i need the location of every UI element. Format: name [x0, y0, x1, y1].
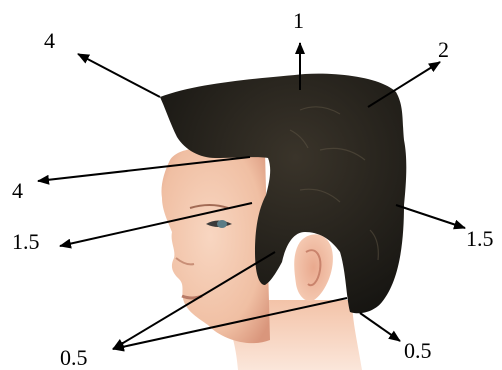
- nose-shadow: [175, 257, 195, 266]
- hair-texture: [289, 106, 379, 261]
- arrow-nape-right: [359, 312, 401, 342]
- iris: [217, 220, 227, 228]
- arrow-sideburn: [59, 202, 253, 249]
- arrow-back: [395, 204, 466, 230]
- eyebrow: [189, 204, 229, 209]
- arrow-side-left: [37, 156, 251, 185]
- label-lower-left: 0.5: [60, 345, 88, 370]
- face: [161, 148, 270, 344]
- arrow-top-left: [77, 53, 161, 98]
- arrow-top-right: [367, 61, 441, 108]
- label-sideburn: 1.5: [12, 229, 40, 254]
- arrow-nape-ear: [112, 251, 276, 350]
- ear: [294, 234, 333, 302]
- label-top: 1: [293, 8, 304, 33]
- hair: [160, 73, 407, 314]
- label-back: 1.5: [466, 226, 494, 251]
- arrow-nape-low: [112, 297, 348, 352]
- label-side-left: 4: [12, 178, 23, 203]
- guide-arrows: [37, 42, 466, 352]
- label-nape: 0.5: [404, 338, 432, 363]
- ear-inner: [305, 249, 322, 287]
- label-top-left: 4: [44, 28, 55, 53]
- label-top-right: 2: [438, 37, 449, 62]
